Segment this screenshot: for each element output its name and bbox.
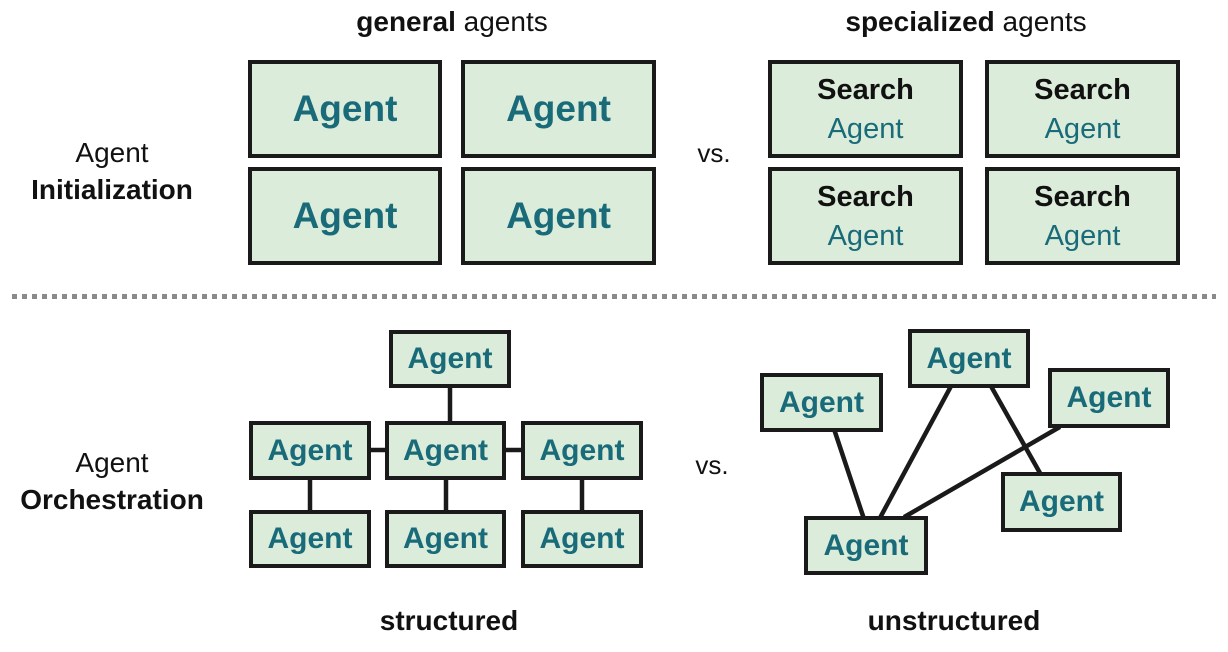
search-agent-box-type-label: Search (1034, 180, 1131, 213)
search-agent-box-type-label: Search (1034, 73, 1131, 106)
initialization-label: Agent Initialization (31, 134, 193, 208)
general-agents-title: general agents (356, 6, 547, 38)
search-agent-box-agent-label: Agent (827, 112, 904, 145)
general-agents-title-rest: agents (455, 6, 548, 37)
structured-agent-node: Agent (385, 510, 506, 568)
unstructured-agent-node-label: Agent (1019, 485, 1104, 518)
unstructured-agent-node-label: Agent (779, 385, 864, 419)
unstructured-agent-node: Agent (804, 516, 928, 575)
structured-caption: structured (379, 605, 519, 636)
unstructured-agent-node-label: Agent (823, 528, 909, 562)
structured-agent-node-label: Agent (539, 522, 625, 555)
unstructured-agent-node-label: Agent (1066, 381, 1152, 414)
unstructured-agent-node-label: Agent (926, 341, 1012, 375)
general-agent-box: Agent (248, 60, 442, 158)
connector-line (877, 384, 954, 520)
structured-agent-node: Agent (521, 510, 643, 568)
general-agent-box-label: Agent (292, 195, 398, 236)
unstructured-caption: unstructured (867, 605, 1041, 636)
general-agent-box: Agent (461, 60, 656, 158)
structured-agent-node: Agent (249, 421, 371, 480)
general-agent-box-label: Agent (506, 88, 611, 129)
orchestration-label: Agent Orchestration (20, 444, 204, 518)
search-agent-box-type-label: Search (817, 180, 914, 213)
general-agent-box-label: Agent (506, 195, 611, 236)
vs-label-bottom: vs. (695, 450, 729, 480)
initialization-label-line2: Initialization (31, 174, 193, 205)
structured-agent-node-label: Agent (267, 522, 353, 555)
connector-line (832, 429, 866, 519)
general-agents-title-bold: general (356, 6, 456, 37)
structured-agent-node: Agent (385, 421, 506, 480)
structured-agent-node-label: Agent (539, 433, 625, 467)
general-agent-box: Agent (461, 167, 656, 265)
search-agent-box-agent-label: Agent (1044, 219, 1121, 252)
general-agent-box: Agent (248, 167, 442, 265)
specialized-agents-title-rest: agents (994, 6, 1087, 37)
unstructured-agent-node: Agent (760, 373, 883, 432)
orchestration-label-line1: Agent (75, 447, 149, 478)
section-divider (12, 294, 1216, 299)
search-agent-box-agent-label: Agent (827, 219, 904, 252)
structured-agent-node-label: Agent (407, 342, 493, 375)
connector-line (988, 384, 1044, 477)
structured-agent-node: Agent (249, 510, 371, 568)
unstructured-agent-node: Agent (1048, 368, 1170, 428)
orchestration-label-line2: Orchestration (20, 484, 204, 515)
structured-agent-node-label: Agent (267, 433, 353, 467)
connector-line (902, 424, 1062, 520)
vs-label-top: vs. (697, 138, 731, 168)
specialized-agents-title-bold: specialized (845, 6, 995, 37)
unstructured-agent-node: Agent (908, 329, 1030, 388)
unstructured-agent-node: Agent (1001, 472, 1122, 532)
structured-agent-node-label: Agent (403, 433, 488, 467)
structured-agent-node-label: Agent (403, 522, 488, 555)
search-agent-box-type-label: Search (817, 73, 914, 106)
structured-agent-node: Agent (521, 421, 643, 480)
structured-agent-node: Agent (389, 330, 511, 388)
search-agent-box-agent-label: Agent (1044, 112, 1121, 145)
specialized-agents-title: specialized agents (845, 6, 1086, 38)
initialization-label-line1: Agent (75, 137, 149, 168)
general-agent-box-label: Agent (292, 88, 398, 129)
